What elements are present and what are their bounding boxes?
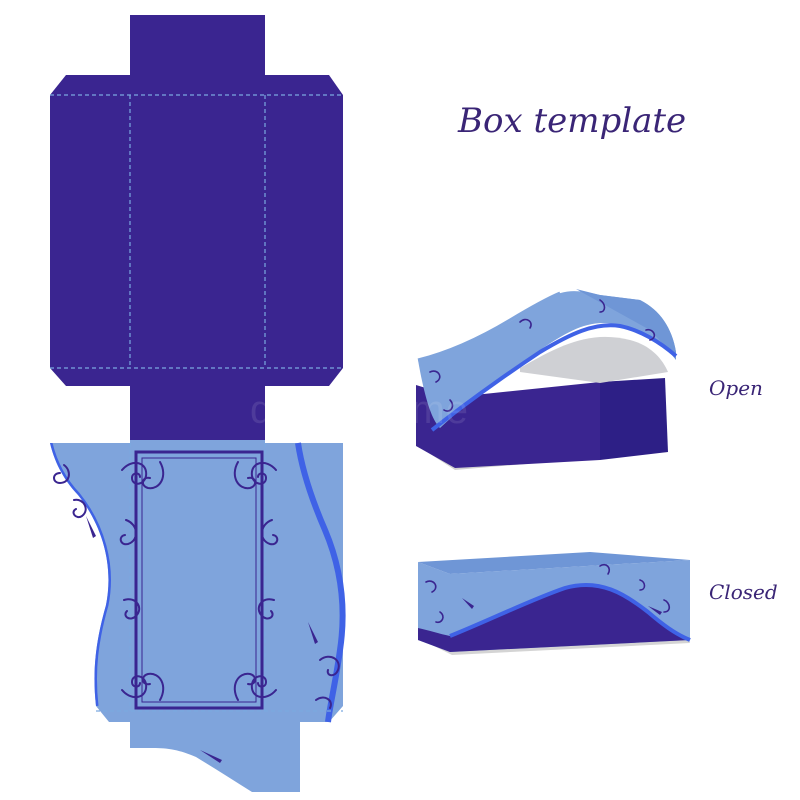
left-side-flap [50,75,130,386]
lid-panel [50,440,343,792]
template-lid-part [50,440,346,792]
lid-fold-lines [96,443,343,712]
right-wave-border [295,442,346,723]
open-label: Open [709,376,763,400]
center-panel-strip [130,15,265,443]
closed-label: Closed [709,580,778,604]
watermark: dreamstime [250,388,469,432]
open-box-illustration [416,289,678,470]
closed-box-illustration [418,552,691,655]
template-dark-part [50,15,343,443]
ornamental-frame [134,450,264,710]
left-wave-border [50,442,111,707]
swirl-ornaments [53,461,340,709]
page-title: Box template [458,101,687,141]
right-side-flap [265,75,343,386]
fold-lines [50,94,343,369]
ornamental-frame-inner [141,457,257,703]
scissors-glyphs [86,516,318,763]
